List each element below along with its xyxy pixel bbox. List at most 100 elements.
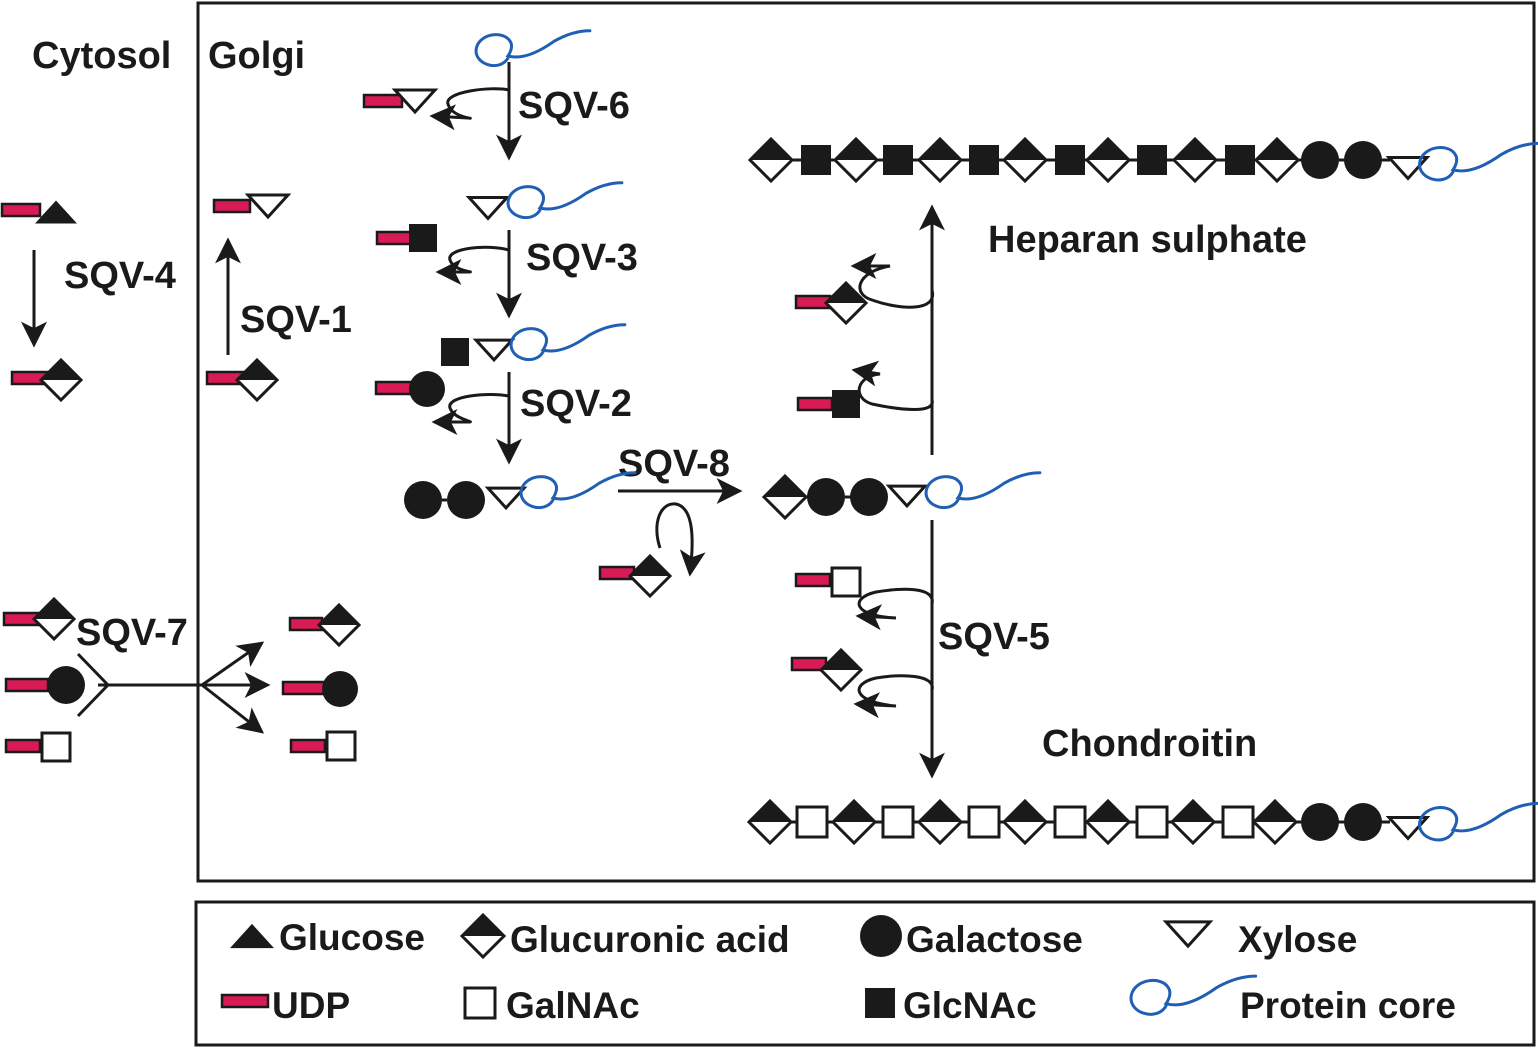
xylose-icon [1385,816,1431,841]
udp-icon [375,230,415,246]
protein-core-icon [519,471,637,510]
udp-icon [289,738,327,754]
galnac-icon [1135,805,1169,839]
galnac-icon [1053,805,1087,839]
glucuronic-acid-fill [1087,801,1129,822]
sqv5-label: SQV-5 [938,616,1050,658]
protein-core-icon [924,471,1042,510]
udp-icon [362,93,404,109]
protein-core-icon [474,29,592,68]
heparan-glca-curve-arrow [850,253,935,309]
sqv4-label: SQV-4 [64,255,176,297]
chondroitin-label: Chondroitin [1042,723,1257,765]
legend-galactose-label: Galactose [906,919,1083,960]
legend-glucose-icon [230,923,274,949]
galactose-icon [1344,803,1382,841]
udp-icon [796,396,834,412]
udp-icon [794,572,832,588]
glucuronic-acid-fill [1172,801,1214,822]
sqv7-tail-lower [76,683,110,718]
xylose-icon [465,196,511,221]
sqv2-curve-arrow [431,393,510,435]
xylose-icon [244,193,292,220]
udp-icon [4,738,42,754]
legend-galnac-label: GalNAc [506,985,640,1026]
udp-icon [212,198,252,214]
legend-glucuronic-acid-label: Glucuronic acid [510,919,790,960]
glucuronic-acid-fill [919,139,961,160]
udp-icon [0,202,42,218]
galnac-icon [325,730,357,762]
sqv3-label: SQV-3 [526,237,638,279]
sqv7-branch-down [201,683,265,734]
galactose-icon [1301,141,1339,179]
sqv7-label: SQV-7 [76,612,188,654]
galactose-icon [807,478,845,516]
glucuronic-acid-fill [1174,139,1216,160]
glucuronic-acid-fill [835,139,877,160]
galnac-icon [795,805,829,839]
protein-core-icon [506,181,624,220]
glucose-icon [35,200,77,224]
glucuronic-acid-fill [1087,139,1129,160]
legend-xylose-label: Xylose [1238,919,1357,960]
glcnac-icon [1225,145,1255,175]
heparan-sulphate-label: Heparan sulphate [988,219,1307,261]
glucuronic-acid-fill [749,801,791,822]
udp-icon [288,616,324,632]
sqv8-label: SQV-8 [618,443,730,485]
glucuronic-acid-fill [462,915,504,936]
sqv8-curve-arrow [655,502,706,577]
xylose-icon [391,88,439,115]
galactose-icon [404,481,442,519]
galnac-icon [967,805,1001,839]
protein-core-icon [1418,801,1538,842]
galactose-icon [447,481,485,519]
legend-glucose-label: Glucose [279,917,425,958]
legend-glcnac-icon [865,988,895,1018]
xylose-icon [484,486,528,511]
legend-galnac-icon [463,986,497,1020]
protein-core-icon [509,323,627,362]
glcnac-icon [883,145,913,175]
legend-udp-icon [220,993,270,1009]
sqv6-curve-arrow [429,87,510,131]
sqv2-label: SQV-2 [520,383,632,425]
glucuronic-acid-fill [34,599,74,619]
glucuronic-acid-fill [1004,139,1046,160]
protein-core-icon [1418,141,1538,182]
xylose-icon [1385,156,1431,181]
glucuronic-acid-fill [1256,139,1298,160]
glucuronic-acid-fill [1254,801,1296,822]
galnac-icon [830,566,862,598]
galactose-icon [1344,141,1382,179]
glucuronic-acid-fill [750,139,792,160]
sqv7-tail-upper [76,652,110,687]
xylose-icon [472,338,516,363]
glucuronic-acid-fill [826,283,866,303]
glcnac-icon [969,145,999,175]
glcnac-icon [1055,145,1085,175]
chondroitin-galnac-curve-arrow [855,587,934,631]
cytosol-label: Cytosol [32,35,171,77]
glucuronic-acid-fill [821,650,861,670]
chondroitin-glca-curve-arrow [853,674,934,719]
galactose-icon [1301,803,1339,841]
udp-icon [598,565,636,581]
glcnac-icon [441,338,469,366]
glucuronic-acid-fill [630,556,670,576]
glucuronic-acid-fill [237,360,277,380]
golgi-compartment-box [196,1,1536,883]
udp-icon [281,680,329,696]
galnac-icon [1221,805,1255,839]
heparan-glcnac-curve-arrow [851,360,934,411]
legend-box [194,900,1536,1047]
galactose-icon [47,666,85,704]
udp-icon [4,677,50,693]
sqv3-curve-arrow [435,245,510,285]
sqv1-label: SQV-1 [240,299,352,341]
sqv6-label: SQV-6 [518,85,630,127]
legend-protein-core-label: Protein core [1240,985,1456,1026]
glcnac-icon [801,145,831,175]
